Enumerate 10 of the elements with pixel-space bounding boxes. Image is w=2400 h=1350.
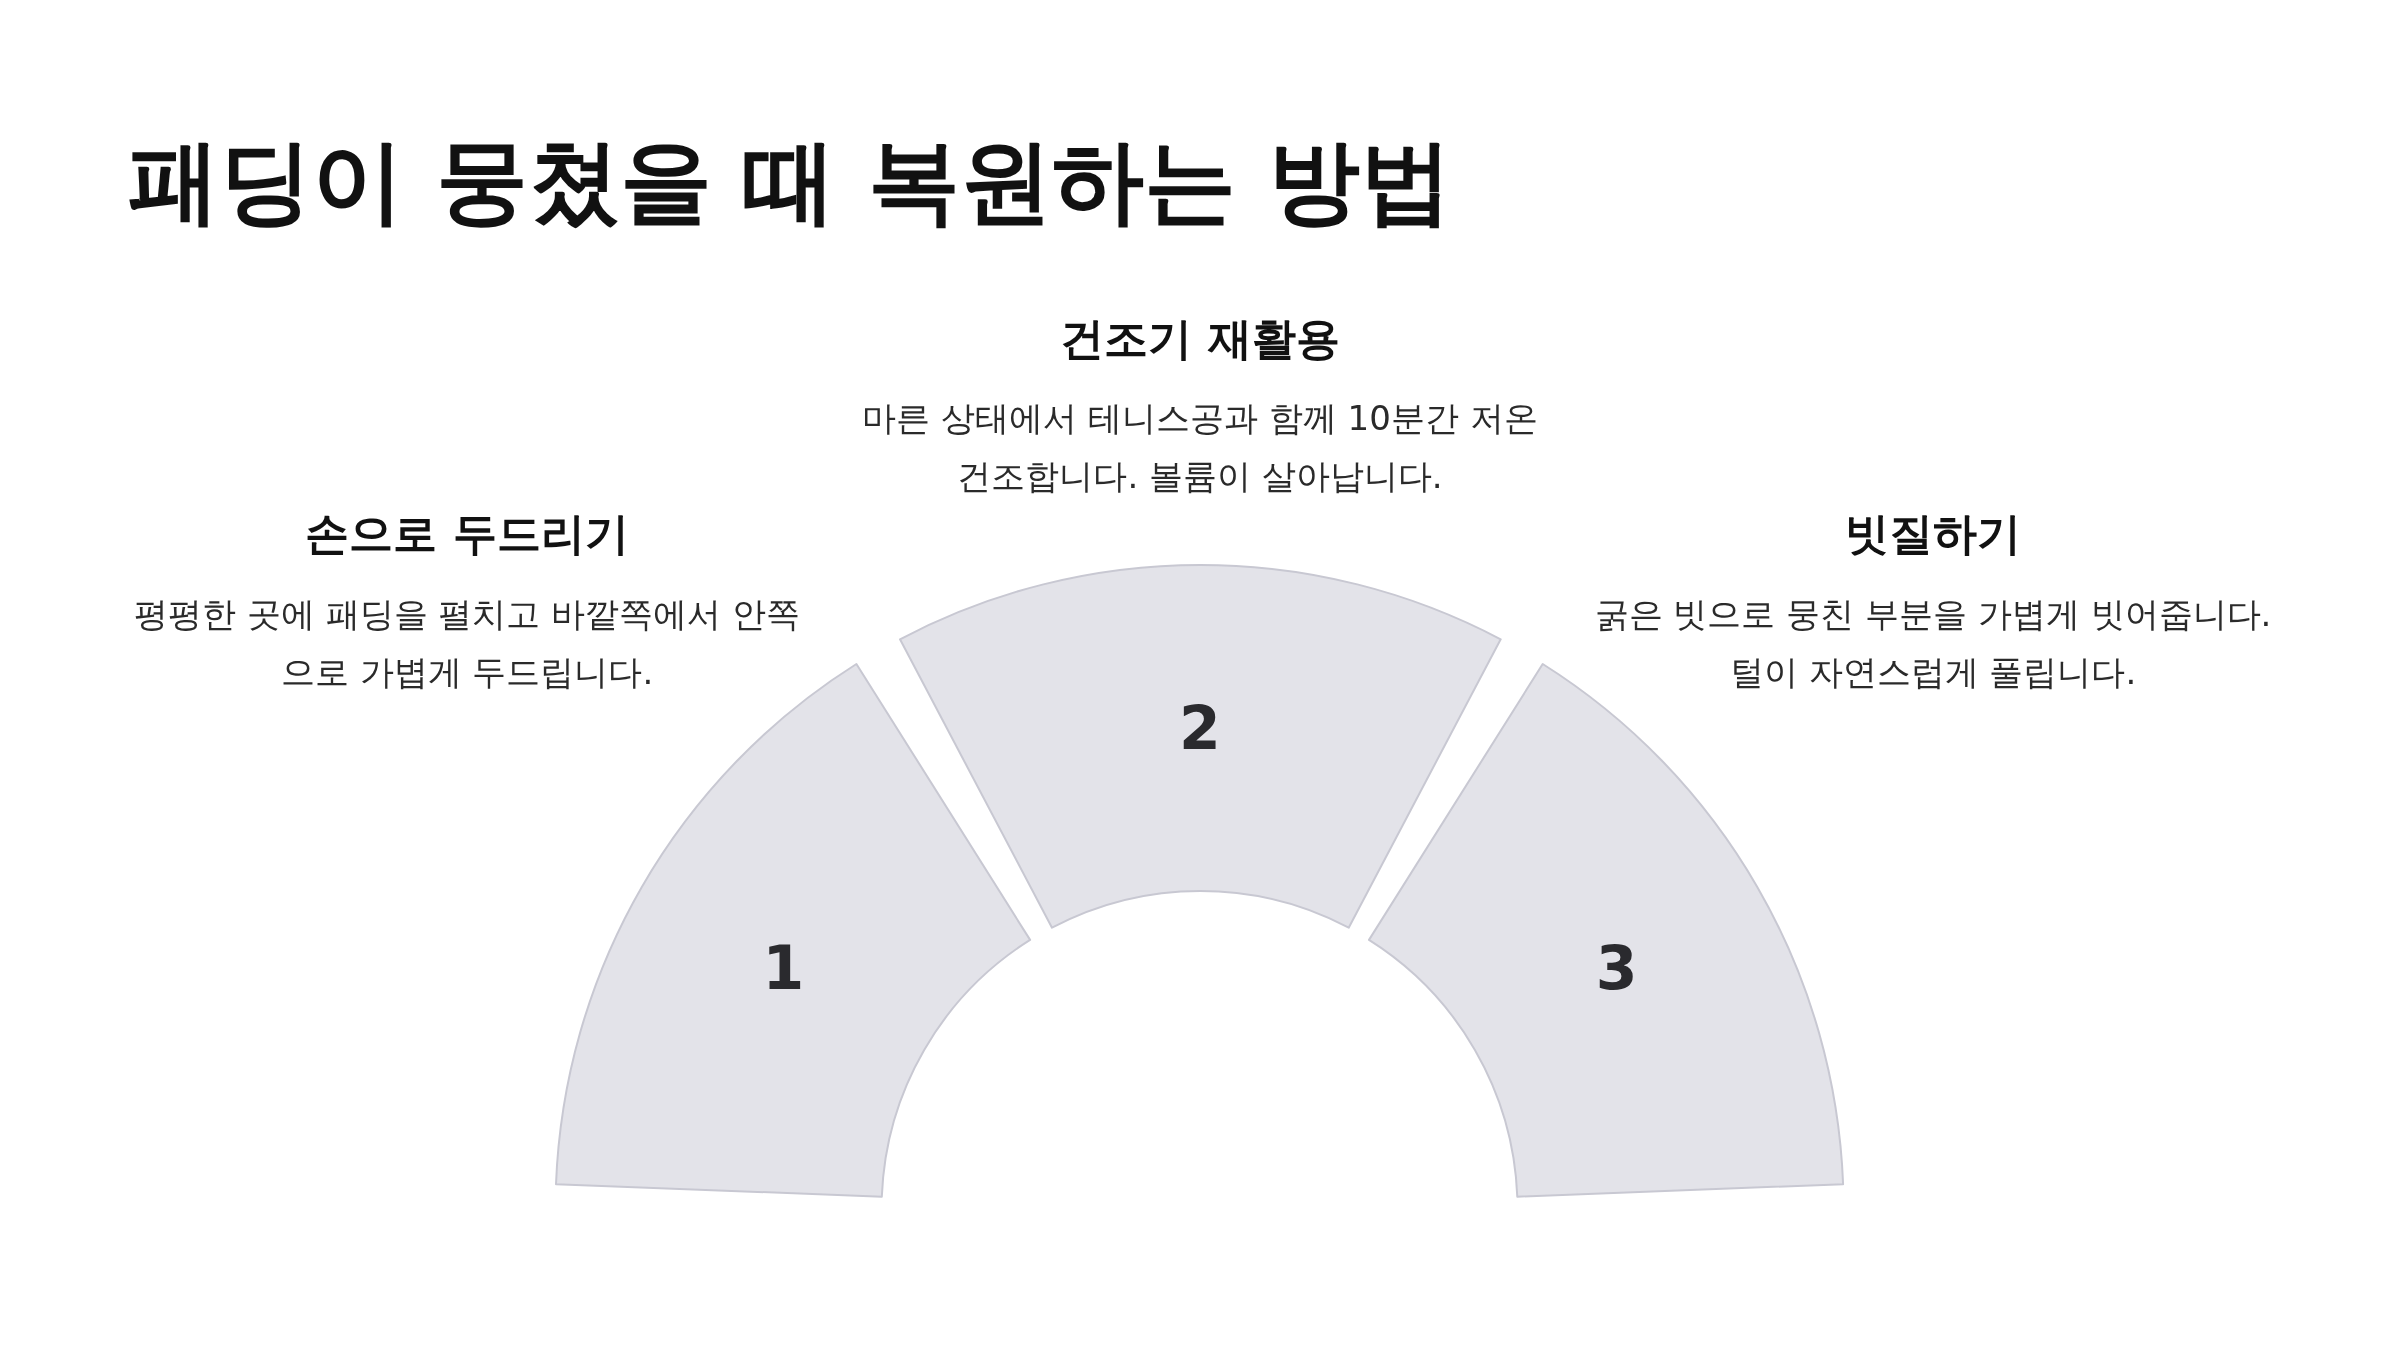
step-heading: 손으로 두드리기 [305,507,629,561]
step-number: 1 [762,938,805,999]
step-heading: 건조기 재활용 [1060,312,1340,366]
step-description: 마른 상태에서 테니스공과 함께 10분간 저온 건조합니다. 볼륨이 살아납니다. [861,397,1539,498]
title: 패딩이 뭉쳤을 때 복원하는 방법 [128,127,1453,237]
step-number: 2 [1179,698,1221,758]
step-number: 3 [1595,938,1638,999]
step-heading: 빗질하기 [1845,507,2021,561]
step-description: 평평한 곳에 패딩을 펼치고 바깥쪽에서 안쪽으로 가볍게 두드립니다. [132,593,801,694]
step-description: 굵은 빗으로 뭉친 부분을 가볍게 빗어줍니다. 털이 자연스럽게 풀립니다. [1593,593,2273,694]
